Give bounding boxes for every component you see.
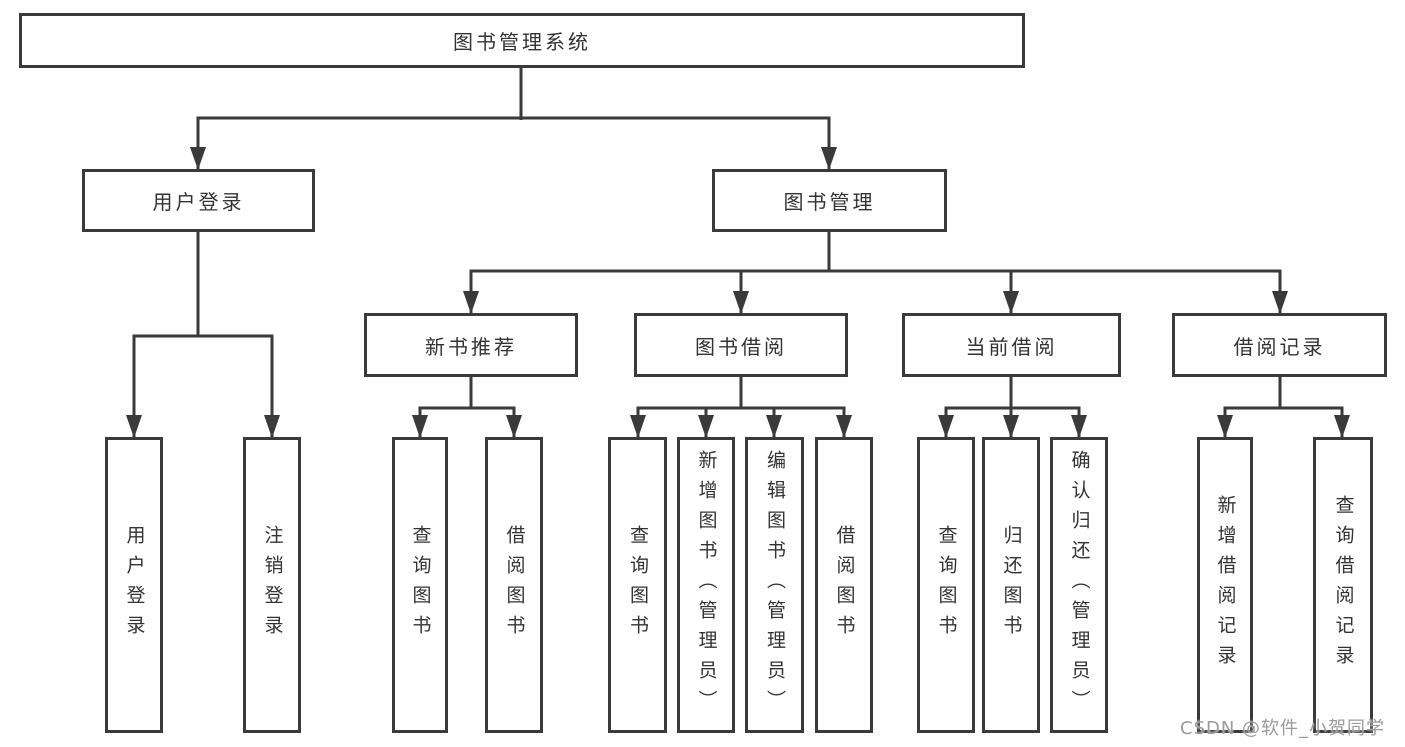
arrow-down-icon bbox=[1071, 415, 1087, 438]
connector-userlogin-children bbox=[132, 334, 274, 438]
connector-level2 bbox=[196, 116, 831, 170]
node-root-system: 图书管理系统 bbox=[19, 13, 1025, 68]
leaf-user-login-label: 用户登录 bbox=[123, 525, 146, 645]
arrow-down-icon bbox=[1003, 415, 1019, 438]
connector-records-children bbox=[1223, 406, 1344, 438]
arrow-down-icon bbox=[1217, 415, 1233, 438]
leaf-borrow-books-label: 借阅图书 bbox=[833, 525, 856, 645]
node-borrowing-records: 借阅记录 bbox=[1172, 313, 1387, 377]
leaf-borrow-books: 借阅图书 bbox=[815, 437, 873, 733]
node-book-management: 图书管理 bbox=[712, 169, 947, 232]
connector-borrow-children bbox=[636, 406, 846, 438]
leaf-return-books-label: 归还图书 bbox=[1000, 525, 1023, 645]
connector-level3 bbox=[469, 269, 1282, 314]
arrow-down-icon bbox=[126, 415, 142, 438]
node-new-book-recommend: 新书推荐 bbox=[364, 313, 578, 377]
leaf-logout: 注销登录 bbox=[243, 437, 301, 733]
leaf-query-books-current: 查询图书 bbox=[917, 437, 975, 733]
arrow-down-icon bbox=[264, 415, 280, 438]
arrow-down-icon bbox=[412, 415, 428, 438]
arrow-down-icon bbox=[463, 291, 479, 314]
leaf-query-borrow-record: 查询借阅记录 bbox=[1313, 437, 1373, 733]
arrow-down-icon bbox=[733, 291, 749, 314]
leaf-add-books-admin: 新增图书（管理员） bbox=[677, 437, 735, 733]
leaf-add-borrow-record-label: 新增借阅记录 bbox=[1214, 495, 1237, 675]
leaf-edit-books-admin-label: 编辑图书（管理员） bbox=[764, 450, 786, 720]
leaf-add-borrow-record: 新增借阅记录 bbox=[1197, 437, 1253, 733]
arrow-down-icon bbox=[630, 415, 646, 438]
arrow-down-icon bbox=[938, 415, 954, 438]
arrow-down-icon bbox=[821, 147, 837, 170]
arrow-down-icon bbox=[698, 415, 714, 438]
leaf-logout-label: 注销登录 bbox=[261, 525, 284, 645]
watermark-text: CSDN @软件_小贺同学 bbox=[1180, 718, 1386, 739]
leaf-return-books: 归还图书 bbox=[982, 437, 1040, 733]
arrow-down-icon bbox=[1272, 291, 1288, 314]
arrowhead-icons bbox=[126, 147, 1350, 438]
leaf-confirm-return-admin-label: 确认归还（管理员） bbox=[1068, 450, 1091, 720]
leaf-query-books-recommend: 查询图书 bbox=[392, 437, 448, 733]
node-current-borrowing: 当前借阅 bbox=[902, 313, 1121, 377]
leaf-add-books-admin-label: 新增图书（管理员） bbox=[695, 450, 718, 720]
node-book-borrowing: 图书借阅 bbox=[634, 313, 848, 377]
leaf-query-books-borrow-label: 查询图书 bbox=[627, 525, 649, 645]
arrow-down-icon bbox=[836, 415, 852, 438]
leaf-edit-books-admin: 编辑图书（管理员） bbox=[745, 437, 804, 733]
leaf-borrow-books-recommend: 借阅图书 bbox=[485, 437, 543, 733]
arrow-down-icon bbox=[766, 415, 782, 438]
connector-newbook-children bbox=[418, 406, 516, 438]
arrow-down-icon bbox=[506, 415, 522, 438]
arrow-down-icon bbox=[1334, 415, 1350, 438]
leaf-query-books-recommend-label: 查询图书 bbox=[409, 525, 432, 645]
connector-lines bbox=[132, 68, 1344, 438]
leaf-query-books-borrow: 查询图书 bbox=[608, 437, 667, 733]
leaf-confirm-return-admin: 确认归还（管理员） bbox=[1050, 437, 1108, 733]
leaf-query-books-current-label: 查询图书 bbox=[935, 525, 958, 645]
leaf-query-borrow-record-label: 查询借阅记录 bbox=[1332, 495, 1355, 675]
leaf-user-login: 用户登录 bbox=[105, 437, 163, 733]
arrow-down-icon bbox=[190, 147, 206, 170]
arrow-down-icon bbox=[1003, 291, 1019, 314]
leaf-borrow-books-recommend-label: 借阅图书 bbox=[503, 525, 526, 645]
node-user-login: 用户登录 bbox=[82, 169, 315, 232]
